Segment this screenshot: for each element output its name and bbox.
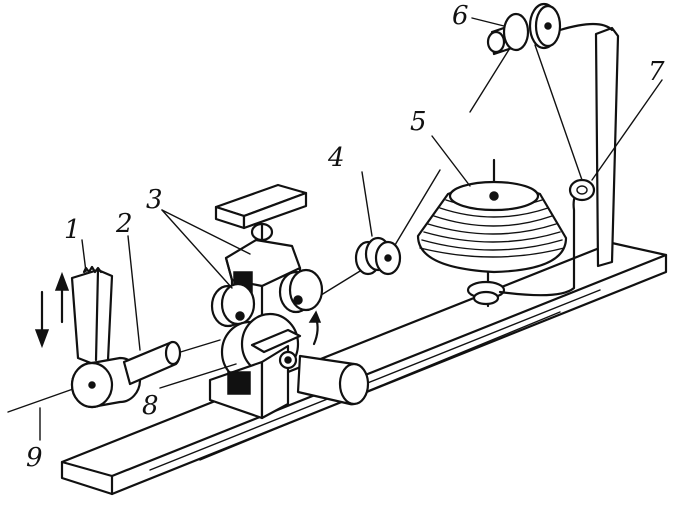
thread-pulley (354, 236, 402, 276)
guide-lever (70, 265, 142, 409)
guide-rod (122, 340, 182, 386)
leader-lines (39, 17, 663, 441)
label-part-5: 5 (410, 107, 427, 137)
label-part-1: 1 (64, 215, 81, 245)
label-part-8: 8 (142, 391, 159, 421)
label-part-7: 7 (648, 57, 665, 87)
guide-post (498, 22, 620, 297)
cone-bobbin (416, 158, 568, 308)
roller-stand (208, 183, 370, 420)
label-part-3: 3 (146, 185, 163, 215)
label-part-2: 2 (115, 209, 133, 239)
label-part-4: 4 (327, 143, 345, 173)
label-part-6: 6 (452, 1, 469, 31)
reciprocation-arrows (34, 271, 70, 349)
label-part-9: 9 (26, 443, 43, 473)
top-pulley (486, 2, 562, 56)
